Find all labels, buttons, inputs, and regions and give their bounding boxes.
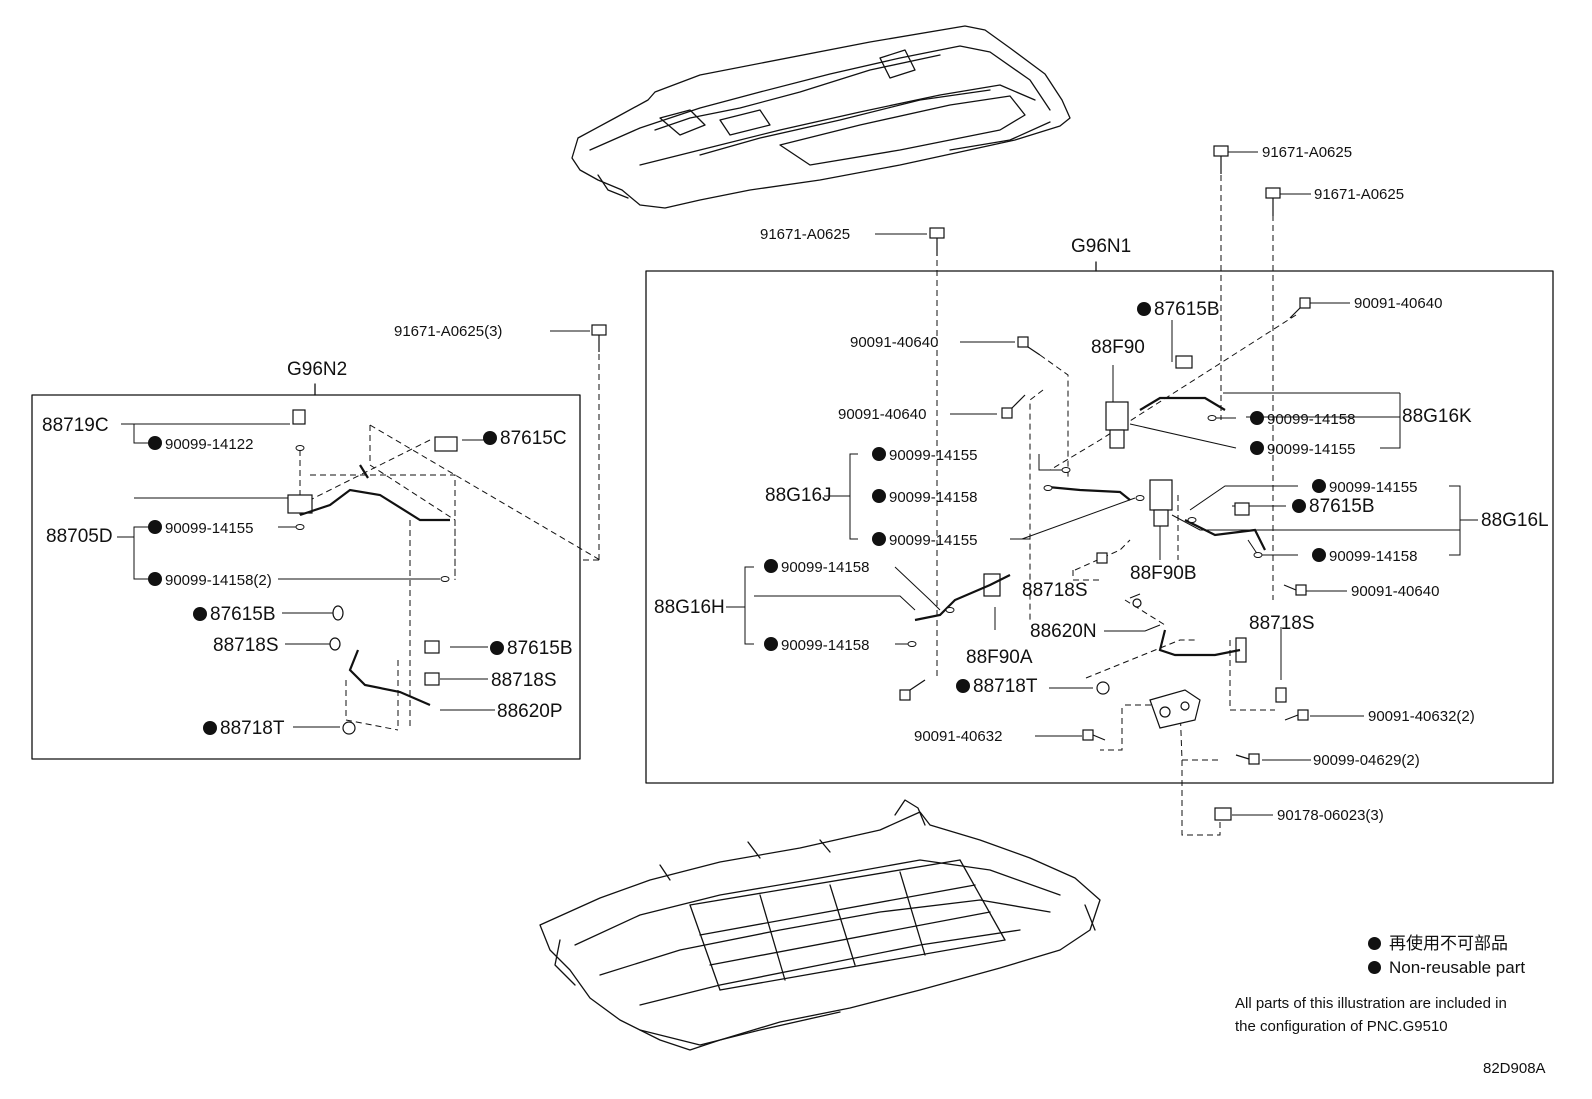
part-label[interactable]: 90091-40640 [1354,295,1443,312]
part-label[interactable]: 88F90A [966,647,1033,668]
part-label[interactable]: 91671-A0625 [760,226,851,243]
part-label[interactable]: 88718S [1249,613,1315,634]
group-title-g96n2: G96N2 [287,359,348,380]
non-reusable-dot-icon [1292,499,1306,513]
leader-lines [117,151,1478,816]
part-label[interactable]: 90099-14158 [764,637,869,653]
part-label[interactable]: 90099-14158 [872,489,977,505]
assembly-lines [299,165,1297,836]
part-label[interactable]: 88705D [46,526,113,547]
bolt-glyphs [292,145,1311,821]
part-label[interactable]: 90099-04629(2) [1313,752,1420,769]
part-label[interactable]: 90178-06023(3) [1277,807,1384,824]
part-label[interactable]: 88G16J [765,485,832,506]
part-label[interactable]: 88718S [1022,580,1088,601]
part-label[interactable]: 87615B [193,605,276,624]
non-reusable-dot-icon [148,572,162,586]
non-reusable-dot-icon [764,559,778,573]
part-label[interactable]: 88F90B [1130,563,1197,584]
part-label[interactable]: 90099-14158 [1250,411,1355,427]
part-label[interactable]: 90099-14158 [764,559,869,575]
non-reusable-dot-icon [490,641,504,655]
legend-row-jp: 再使用不可部品 [1368,932,1525,956]
illustration-code: 82D908A [1483,1060,1546,1077]
non-reusable-dot-icon [203,721,217,735]
part-label[interactable]: 90099-14158 [1312,548,1417,564]
note-line-2: the configuration of PNC.G9510 [1235,1018,1448,1035]
part-label[interactable]: 88718T [956,677,1037,696]
non-reusable-dot-icon [1250,441,1264,455]
non-reusable-dot-icon [193,607,207,621]
non-reusable-dot-icon [1312,548,1326,562]
battery-tray-illustration [539,799,1101,1051]
part-label[interactable]: 91671-A0625 [1262,144,1353,161]
part-label[interactable]: 90099-14155 [1312,479,1417,495]
non-reusable-dot-icon [764,637,778,651]
non-reusable-dot-icon [956,679,970,693]
configuration-note: All parts of this illustration are inclu… [1235,992,1507,1038]
legend: 再使用不可部品 Non-reusable part [1368,932,1525,980]
part-label[interactable]: 87615C [483,429,567,448]
non-reusable-dot-icon [872,532,886,546]
part-label[interactable]: 88G16L [1481,510,1549,531]
part-label[interactable]: 88G16H [654,597,725,618]
part-label[interactable]: 88620P [497,701,563,722]
components [287,145,1311,821]
part-label[interactable]: 87615B [1137,300,1220,319]
battery-cover-illustration [571,25,1071,209]
part-label[interactable]: 90099-14158(2) [148,572,272,588]
note-line-1: All parts of this illustration are inclu… [1235,995,1507,1012]
part-label[interactable]: 88F90 [1091,337,1145,358]
group-title-g96n1: G96N1 [1071,236,1132,257]
part-label[interactable]: 88719C [42,415,109,436]
non-reusable-dot-icon [148,436,162,450]
part-label[interactable]: 88718T [203,719,284,738]
part-label[interactable]: 90099-14122 [148,436,253,452]
non-reusable-dot-icon [872,447,886,461]
non-reusable-dot-icon [1250,411,1264,425]
non-reusable-dot-icon [1368,961,1381,974]
part-label[interactable]: 88G16K [1402,406,1472,427]
part-label[interactable]: 90091-40640 [838,406,927,423]
non-reusable-dot-icon [148,520,162,534]
wiring-harnesses [299,396,1266,707]
part-label[interactable]: 87615B [1292,497,1375,516]
non-reusable-dot-icon [1312,479,1326,493]
part-label[interactable]: 90099-14155 [148,520,253,536]
part-label[interactable]: 90091-40640 [850,334,939,351]
part-label[interactable]: 90091-40632(2) [1368,708,1475,725]
legend-row-en: Non-reusable part [1368,956,1525,980]
non-reusable-dot-icon [872,489,886,503]
g96n1-frame [645,270,1554,784]
part-label[interactable]: 91671-A0625(3) [394,323,503,340]
o-ring-markers [295,415,1263,647]
part-label[interactable]: 88718S [491,670,557,691]
part-label[interactable]: 90099-14155 [872,447,977,463]
non-reusable-dot-icon [483,431,497,445]
part-label[interactable]: 90099-14155 [1250,441,1355,457]
part-label[interactable]: 91671-A0625 [1314,186,1405,203]
part-label[interactable]: 88620N [1030,621,1097,642]
non-reusable-dot-icon [1368,937,1381,950]
part-label[interactable]: 88718S [213,635,279,656]
part-label[interactable]: 90099-14155 [872,532,977,548]
non-reusable-dot-icon [1137,302,1151,316]
part-label[interactable]: 87615B [490,639,573,658]
g96n2-frame [31,394,581,760]
part-label[interactable]: 90091-40640 [1351,583,1440,600]
part-label[interactable]: 90091-40632 [914,728,1003,745]
